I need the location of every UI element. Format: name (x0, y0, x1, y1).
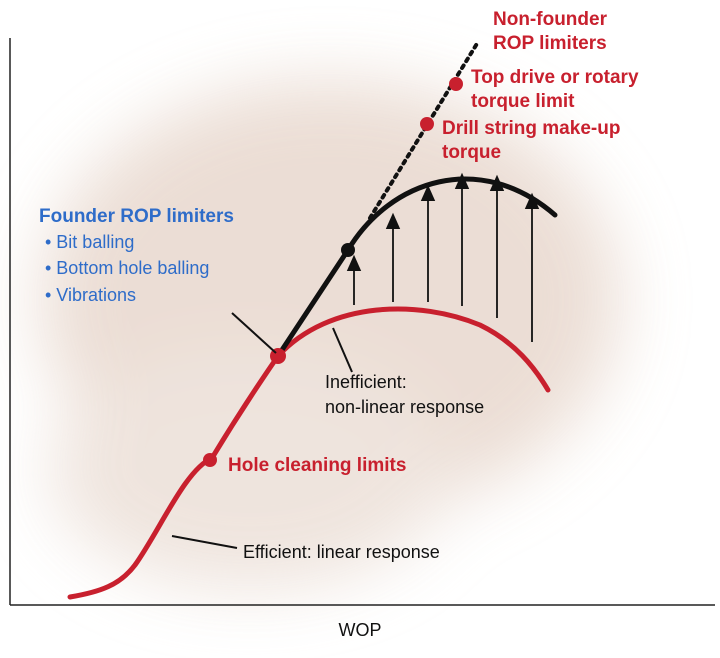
improvement-arrows (346, 172, 540, 342)
hole-cleaning-point (203, 453, 217, 467)
efficient-curve (67, 353, 281, 600)
founder-item-2: • Vibrations (45, 285, 136, 305)
non-founder-label-2: ROP limiters (493, 33, 607, 54)
efficient-label: Efficient: linear response (243, 542, 440, 562)
potential-curve (275, 176, 558, 359)
drill-string-point (420, 117, 434, 131)
hole-cleaning-label: Hole cleaning limits (228, 455, 406, 476)
efficient-leader (171, 535, 238, 549)
background-shadow (40, 80, 620, 590)
founder-title: Founder ROP limiters (39, 206, 234, 227)
top-drive-point (449, 77, 463, 91)
x-axis-label: WOP (339, 620, 382, 640)
founder-item-0: • Bit balling (45, 232, 134, 252)
non-founder-label-1: Non-founder (493, 9, 608, 30)
inefficient-label-2: non-linear response (325, 397, 484, 417)
inefficient-curve (275, 306, 551, 393)
top-drive-label-2: torque limit (471, 91, 575, 112)
drill-string-label-1: Drill string make-up (442, 118, 620, 139)
drill-string-label-2: torque (442, 142, 501, 163)
inefficient-label-1: Inefficient: (325, 372, 407, 392)
potential-point (341, 243, 355, 257)
inefficient-leader (332, 327, 353, 373)
founder-leader (231, 312, 277, 354)
founder-item-1: • Bottom hole balling (45, 258, 209, 278)
top-drive-label-1: Top drive or rotary (471, 67, 639, 88)
